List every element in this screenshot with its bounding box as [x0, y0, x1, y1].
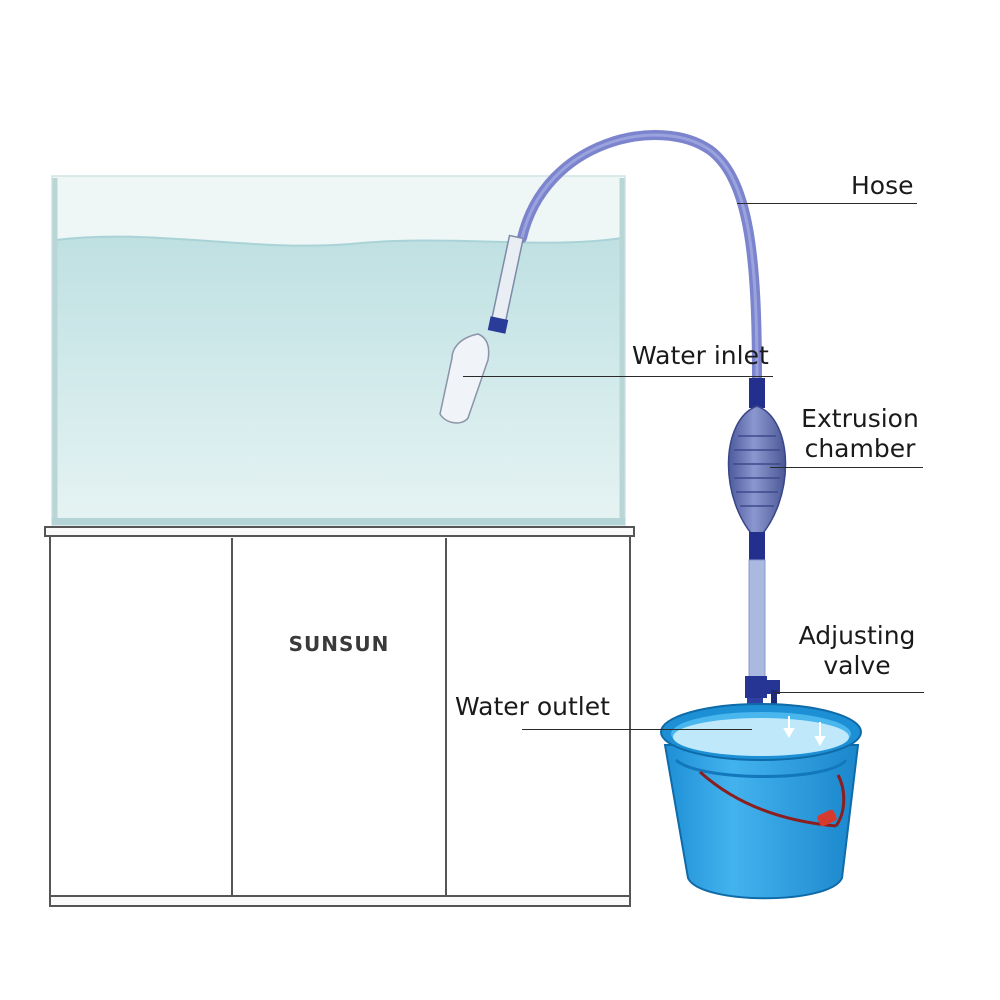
extrusion-chamber	[727, 378, 787, 562]
label-adjusting-valve-line1: Adjusting	[798, 621, 916, 650]
leader-line-water-outlet	[522, 729, 752, 730]
label-hose: Hose	[851, 171, 914, 200]
bucket-handle	[698, 770, 837, 828]
aquarium-tank	[51, 175, 626, 526]
label-water-inlet: Water inlet	[632, 341, 769, 370]
cabinet	[44, 526, 635, 907]
label-extrusion-chamber-line1: Extrusion	[801, 404, 919, 433]
bucket	[660, 703, 862, 900]
water-body	[56, 236, 622, 522]
inlet-tube	[439, 234, 525, 424]
leader-line-adjusting-valve	[774, 692, 924, 693]
lower-tube	[748, 559, 766, 679]
label-water-outlet: Water outlet	[455, 692, 610, 721]
label-extrusion-chamber-line2: chamber	[804, 434, 916, 463]
leader-line-hose	[737, 203, 917, 204]
leader-line-extrusion-chamber	[770, 467, 923, 468]
cabinet-brand: SUNSUN	[288, 632, 390, 656]
label-adjusting-valve-line2: valve	[823, 651, 891, 680]
leader-line-water-inlet	[463, 376, 773, 377]
